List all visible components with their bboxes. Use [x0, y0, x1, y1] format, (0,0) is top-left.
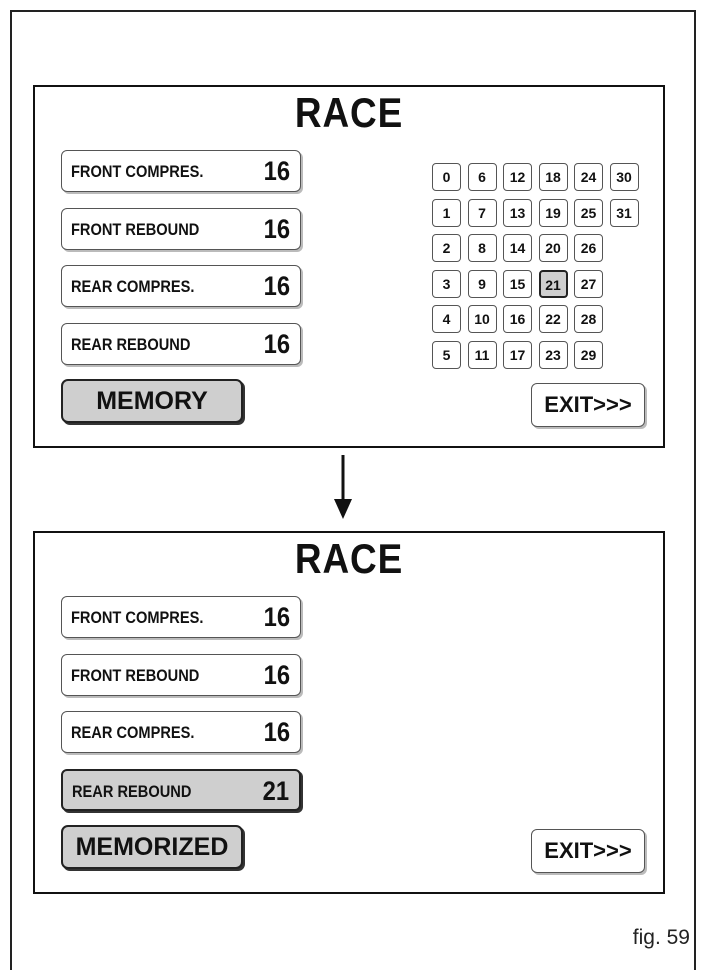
param-rear-compression-button[interactable]: REAR COMPRES. 16 [61, 265, 301, 307]
screen-title: RACE [294, 89, 404, 136]
value-cell-27[interactable]: 27 [574, 269, 603, 298]
value-cell-19[interactable]: 19 [538, 198, 568, 227]
race-screen-before: RACE FRONT COMPRES. 16 FRONT REBOUND 16 … [33, 85, 665, 448]
value-cell-5[interactable]: 5 [432, 340, 461, 369]
value-cell-7[interactable]: 7 [467, 198, 497, 227]
param-label: REAR COMPRES. [71, 723, 195, 742]
param-label: FRONT REBOUND [71, 220, 200, 239]
param-front-rebound-button[interactable]: FRONT REBOUND 16 [61, 208, 301, 250]
figure-label: fig. 59 [632, 926, 690, 949]
value-cell-23[interactable]: 23 [538, 340, 568, 369]
value-cell-29[interactable]: 29 [574, 340, 603, 369]
param-label: FRONT COMPRES. [71, 162, 204, 181]
race-screen-after: RACE FRONT COMPRES. 16 FRONT REBOUND 16 … [33, 531, 665, 894]
param-rear-compression-button[interactable]: REAR COMPRES. 16 [61, 711, 301, 753]
value-cell-26[interactable]: 26 [574, 234, 603, 262]
value-cell-16[interactable]: 16 [503, 305, 532, 333]
param-value: 21 [262, 776, 289, 806]
value-cell-13[interactable]: 13 [503, 198, 532, 227]
value-cell-8[interactable]: 8 [467, 234, 497, 262]
value-cell-3[interactable]: 3 [432, 269, 461, 298]
value-cell-10[interactable]: 10 [467, 305, 497, 333]
value-cell-11[interactable]: 11 [467, 340, 497, 369]
exit-button[interactable]: EXIT>>> [531, 829, 645, 873]
value-cell-17[interactable]: 17 [503, 340, 532, 369]
param-rear-rebound-button[interactable]: REAR REBOUND 21 [61, 769, 301, 811]
value-cell-12[interactable]: 12 [503, 163, 532, 191]
param-label: REAR COMPRES. [71, 277, 195, 296]
exit-button[interactable]: EXIT>>> [531, 383, 645, 427]
param-label: FRONT COMPRES. [71, 608, 204, 627]
value-cell-22[interactable]: 22 [538, 305, 568, 333]
value-cell-2[interactable]: 2 [432, 234, 461, 262]
value-cell-20[interactable]: 20 [538, 234, 568, 262]
memorized-button[interactable]: MEMORIZED [61, 825, 243, 869]
value-cell-30[interactable]: 30 [609, 163, 639, 191]
param-value: 16 [263, 271, 290, 301]
value-cell-15[interactable]: 15 [503, 269, 532, 298]
value-cell-24[interactable]: 24 [574, 163, 603, 191]
value-cell-4[interactable]: 4 [432, 305, 461, 333]
param-label: FRONT REBOUND [71, 666, 200, 685]
param-rear-rebound-button[interactable]: REAR REBOUND 16 [61, 323, 301, 365]
param-front-compression-button[interactable]: FRONT COMPRES. 16 [61, 150, 301, 192]
param-value: 16 [263, 717, 290, 747]
memory-button[interactable]: MEMORY [61, 379, 243, 423]
value-cell-9[interactable]: 9 [467, 269, 497, 298]
param-label: REAR REBOUND [72, 782, 192, 801]
value-cell-31[interactable]: 31 [609, 198, 639, 227]
param-value: 16 [263, 329, 290, 359]
value-cell-21[interactable]: 21 [538, 269, 568, 298]
param-front-rebound-button[interactable]: FRONT REBOUND 16 [61, 654, 301, 696]
screen-title: RACE [294, 535, 404, 582]
value-cell-25[interactable]: 25 [574, 198, 603, 227]
page-frame [10, 10, 696, 970]
value-cell-0[interactable]: 0 [432, 163, 461, 191]
param-front-compression-button[interactable]: FRONT COMPRES. 16 [61, 596, 301, 638]
arrow-down-icon [334, 455, 352, 519]
value-cell-28[interactable]: 28 [574, 305, 603, 333]
param-value: 16 [263, 660, 290, 690]
value-cell-18[interactable]: 18 [538, 163, 568, 191]
value-cell-14[interactable]: 14 [503, 234, 532, 262]
param-value: 16 [263, 156, 290, 186]
param-value: 16 [263, 214, 290, 244]
param-label: REAR REBOUND [71, 335, 191, 354]
param-value: 16 [263, 602, 290, 632]
value-cell-1[interactable]: 1 [432, 198, 461, 227]
value-cell-6[interactable]: 6 [467, 163, 497, 191]
